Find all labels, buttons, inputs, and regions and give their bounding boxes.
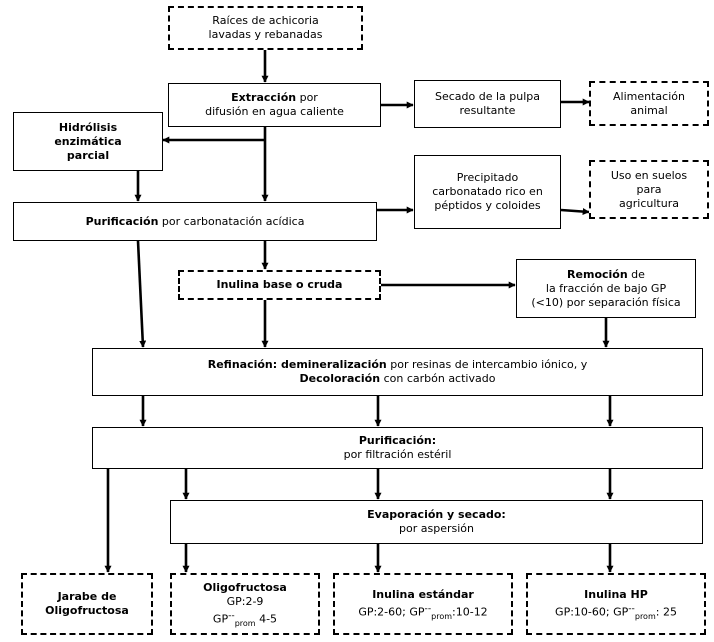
arrow-precipitate-to-soil bbox=[560, 208, 590, 216]
purification-carbonatation-box: Purificación por carbonatación acídica bbox=[13, 202, 377, 241]
hp-line-2: GP:10-60; GP--prom: 25 bbox=[555, 602, 677, 620]
removal-line-1: Remoción de bbox=[567, 268, 645, 282]
extraction-bold: Extracción bbox=[231, 91, 297, 104]
hp-gp: GP bbox=[613, 605, 629, 619]
extraction-line-1: Extracción por bbox=[231, 91, 318, 105]
evaporation-box: Evaporación y secado: por aspersión bbox=[170, 500, 703, 544]
extraction-box: Extracción por difusión en agua caliente bbox=[168, 83, 381, 127]
raw-line-2: lavadas y rebanadas bbox=[208, 28, 323, 41]
soil-use-box: Uso en suelos para agricultura bbox=[589, 160, 709, 219]
refinement-box: Refinación: demineralización por resinas… bbox=[92, 348, 703, 396]
precipitate-box: Precipitado carbonatado rico en péptidos… bbox=[414, 155, 561, 229]
purif2-line-2: por filtración estéril bbox=[343, 448, 452, 461]
soil-line-3: agricultura bbox=[619, 196, 679, 210]
evap-bold: Evaporación y secado: bbox=[367, 508, 506, 521]
pulp-line-2: resultante bbox=[459, 104, 516, 117]
hp-inulin-box: Inulina HP GP:10-60; GP--prom: 25 bbox=[526, 573, 706, 635]
oligo-line-2: GP:2-9 bbox=[226, 595, 264, 609]
standard-pre: GP:2-60; bbox=[358, 605, 410, 619]
syrup-line-2: Oligofructosa bbox=[45, 604, 129, 617]
standard-inulin-box: Inulina estándar GP:2-60; GP--prom:10-12 bbox=[333, 573, 513, 635]
arrow-purification-to-refinement bbox=[136, 240, 147, 348]
standard-line-2: GP:2-60; GP--prom:10-12 bbox=[358, 602, 487, 620]
hp-gp-sub: prom bbox=[634, 612, 656, 622]
refine-rest-1: por resinas de intercambio iónico, y bbox=[386, 358, 588, 371]
precip-line-1: Precipitado bbox=[456, 171, 519, 184]
purification-filtration-box: Purificación: por filtración estéril bbox=[92, 427, 703, 469]
crude-label: Inulina base o cruda bbox=[216, 278, 343, 291]
oligo-gp: GP bbox=[212, 612, 229, 626]
oligo-line-3: GP--prom 4-5 bbox=[213, 609, 277, 627]
feed-line-2: animal bbox=[630, 103, 668, 117]
standard-title: Inulina estándar bbox=[372, 588, 474, 602]
refine-bold-2: Decoloración bbox=[299, 372, 381, 385]
hp-value: : 25 bbox=[655, 605, 677, 619]
hp-gp-bar: -- bbox=[628, 603, 635, 615]
refine-rest-2: con carbón activado bbox=[380, 372, 496, 385]
pulp-line-1: Secado de la pulpa bbox=[434, 90, 541, 103]
hydrolysis-box: Hidrólisis enzimática parcial bbox=[13, 112, 163, 171]
purif1-rest: por carbonatación acídica bbox=[158, 214, 305, 228]
hydrolysis-line-2: enzimática bbox=[54, 134, 122, 148]
syrup-line-1: Jarabe de bbox=[57, 590, 117, 603]
pulp-drying-box: Secado de la pulpa resultante bbox=[414, 80, 561, 128]
standard-value: :10-12 bbox=[452, 605, 488, 619]
evap-line-2: por aspersión bbox=[399, 522, 474, 535]
raw-line-1: Raíces de achicoria bbox=[212, 14, 319, 27]
raw-material-box: Raíces de achicoria lavadas y rebanadas bbox=[168, 6, 363, 50]
refine-line-2: Decoloración con carbón activado bbox=[300, 372, 496, 386]
removal-box: Remoción de la fracción de bajo GP (<10)… bbox=[516, 259, 696, 318]
standard-gp-sub: prom bbox=[431, 612, 453, 622]
refine-bold-1: Refinación: demineralización bbox=[207, 358, 387, 371]
standard-gp-bar: -- bbox=[424, 603, 432, 615]
refine-line-1: Refinación: demineralización por resinas… bbox=[208, 358, 588, 372]
removal-rest: de bbox=[627, 267, 645, 281]
extraction-line-2: difusión en agua caliente bbox=[205, 105, 344, 118]
removal-bold: Remoción bbox=[567, 267, 628, 281]
precip-line-3: péptidos y coloides bbox=[434, 199, 541, 212]
oligo-gp-bar: -- bbox=[228, 610, 235, 622]
oligo-gp-sub: prom bbox=[234, 619, 256, 629]
purif1-bold: Purificación bbox=[85, 214, 159, 228]
oligo-value: 4-5 bbox=[255, 612, 278, 626]
precip-line-2: carbonatado rico en bbox=[432, 185, 543, 198]
purif2-bold: Purificación: bbox=[358, 434, 437, 447]
purif1-line: Purificación por carbonatación acídica bbox=[86, 215, 305, 229]
animal-feed-box: Alimentación animal bbox=[589, 81, 709, 126]
oligo-title: Oligofructosa bbox=[203, 581, 287, 595]
standard-gp: GP bbox=[409, 605, 425, 619]
soil-line-2: para bbox=[636, 182, 662, 196]
hp-title: Inulina HP bbox=[584, 588, 648, 602]
crude-inulin-box: Inulina base o cruda bbox=[178, 270, 381, 300]
soil-line-1: Uso en suelos bbox=[610, 168, 688, 182]
feed-line-1: Alimentación bbox=[613, 89, 685, 103]
hydrolysis-line-3: parcial bbox=[66, 148, 110, 162]
hp-pre: GP:10-60; bbox=[555, 605, 614, 619]
removal-line-2: la fracción de bajo GP bbox=[545, 281, 667, 295]
removal-line-3: (<10) por separación física bbox=[531, 295, 681, 309]
extraction-rest: por bbox=[296, 91, 318, 104]
oligofructose-box: Oligofructosa GP:2-9 GP--prom 4-5 bbox=[170, 573, 320, 635]
syrup-box: Jarabe de Oligofructosa bbox=[21, 573, 153, 635]
hydrolysis-line-1: Hidrólisis bbox=[58, 120, 118, 134]
